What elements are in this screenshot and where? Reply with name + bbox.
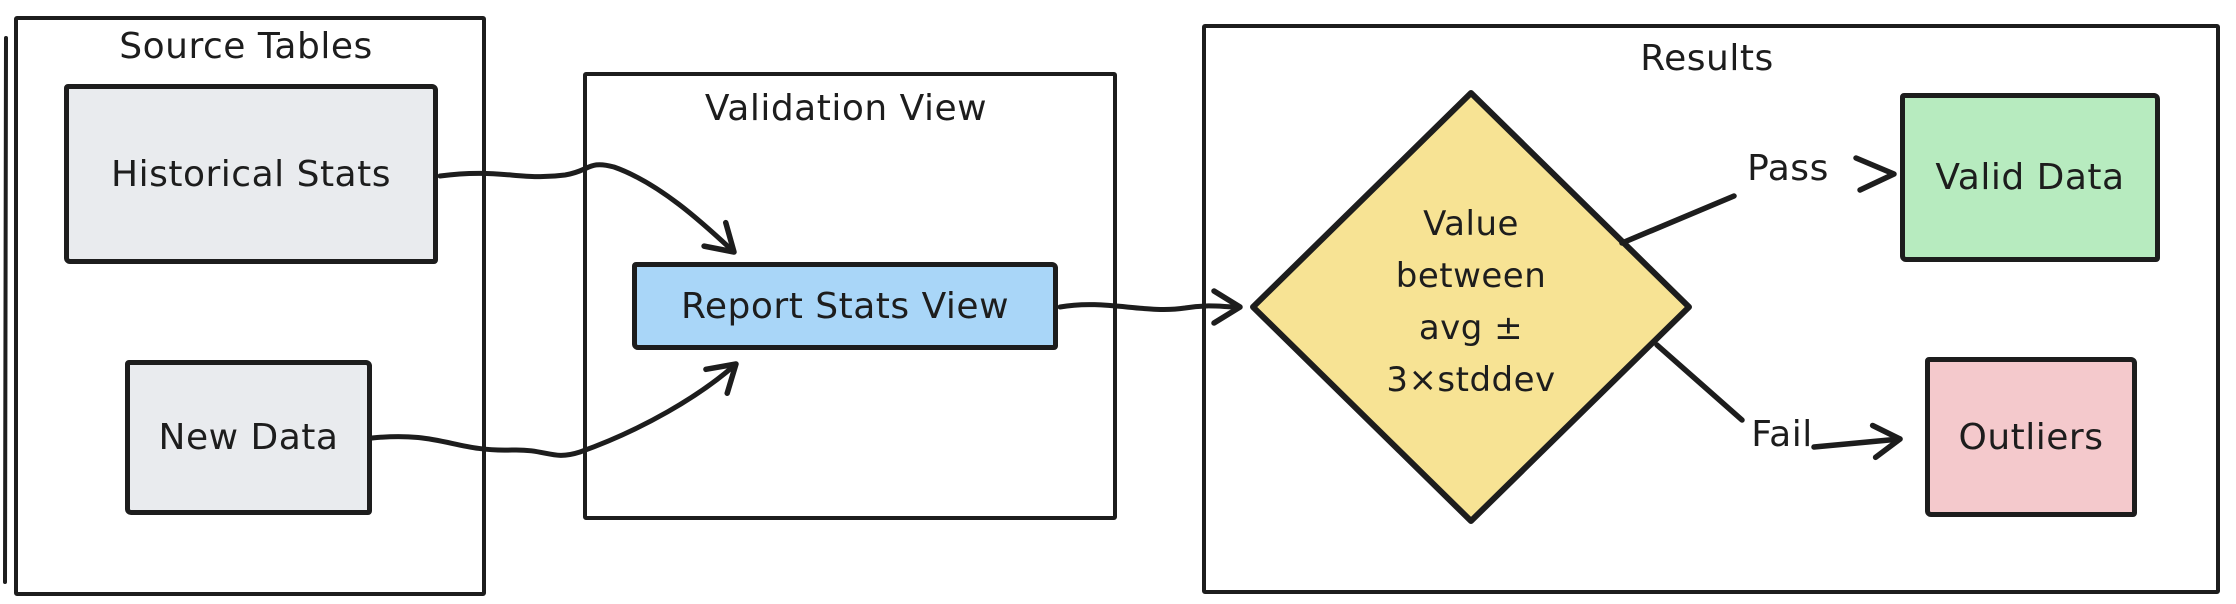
node-new-data[interactable]: New Data xyxy=(125,360,372,515)
container-source-tables[interactable] xyxy=(14,16,486,596)
container-results-title: Results xyxy=(1640,38,1774,79)
decision-line-2: between xyxy=(1395,256,1547,296)
container-validation-view-title: Validation View xyxy=(704,88,988,129)
decision-line-4: 3×stddev xyxy=(1386,360,1556,400)
node-valid-data-label: Valid Data xyxy=(1935,157,2125,198)
edge-label-fail[interactable]: Fail xyxy=(1751,414,1813,455)
node-report-stats-view[interactable]: Report Stats View xyxy=(632,262,1058,350)
node-historical-stats-label: Historical Stats xyxy=(111,153,391,195)
container-source-tables-title: Source Tables xyxy=(119,26,373,67)
node-valid-data[interactable]: Valid Data xyxy=(1900,93,2160,262)
node-report-stats-view-label: Report Stats View xyxy=(680,285,1010,327)
decision-line-3: avg ± xyxy=(1418,308,1524,348)
node-outliers[interactable]: Outliers xyxy=(1925,357,2137,517)
decision-diamond-label: Value between avg ± 3×stddev xyxy=(1321,198,1621,410)
container-validation-view[interactable] xyxy=(583,72,1117,520)
decision-line-1: Value xyxy=(1423,204,1519,244)
node-outliers-label: Outliers xyxy=(1958,416,2104,458)
node-historical-stats[interactable]: Historical Stats xyxy=(64,84,438,264)
edge-label-pass[interactable]: Pass xyxy=(1747,148,1829,189)
sketch-stroke-left-border xyxy=(3,36,8,584)
node-new-data-label: New Data xyxy=(158,417,339,458)
